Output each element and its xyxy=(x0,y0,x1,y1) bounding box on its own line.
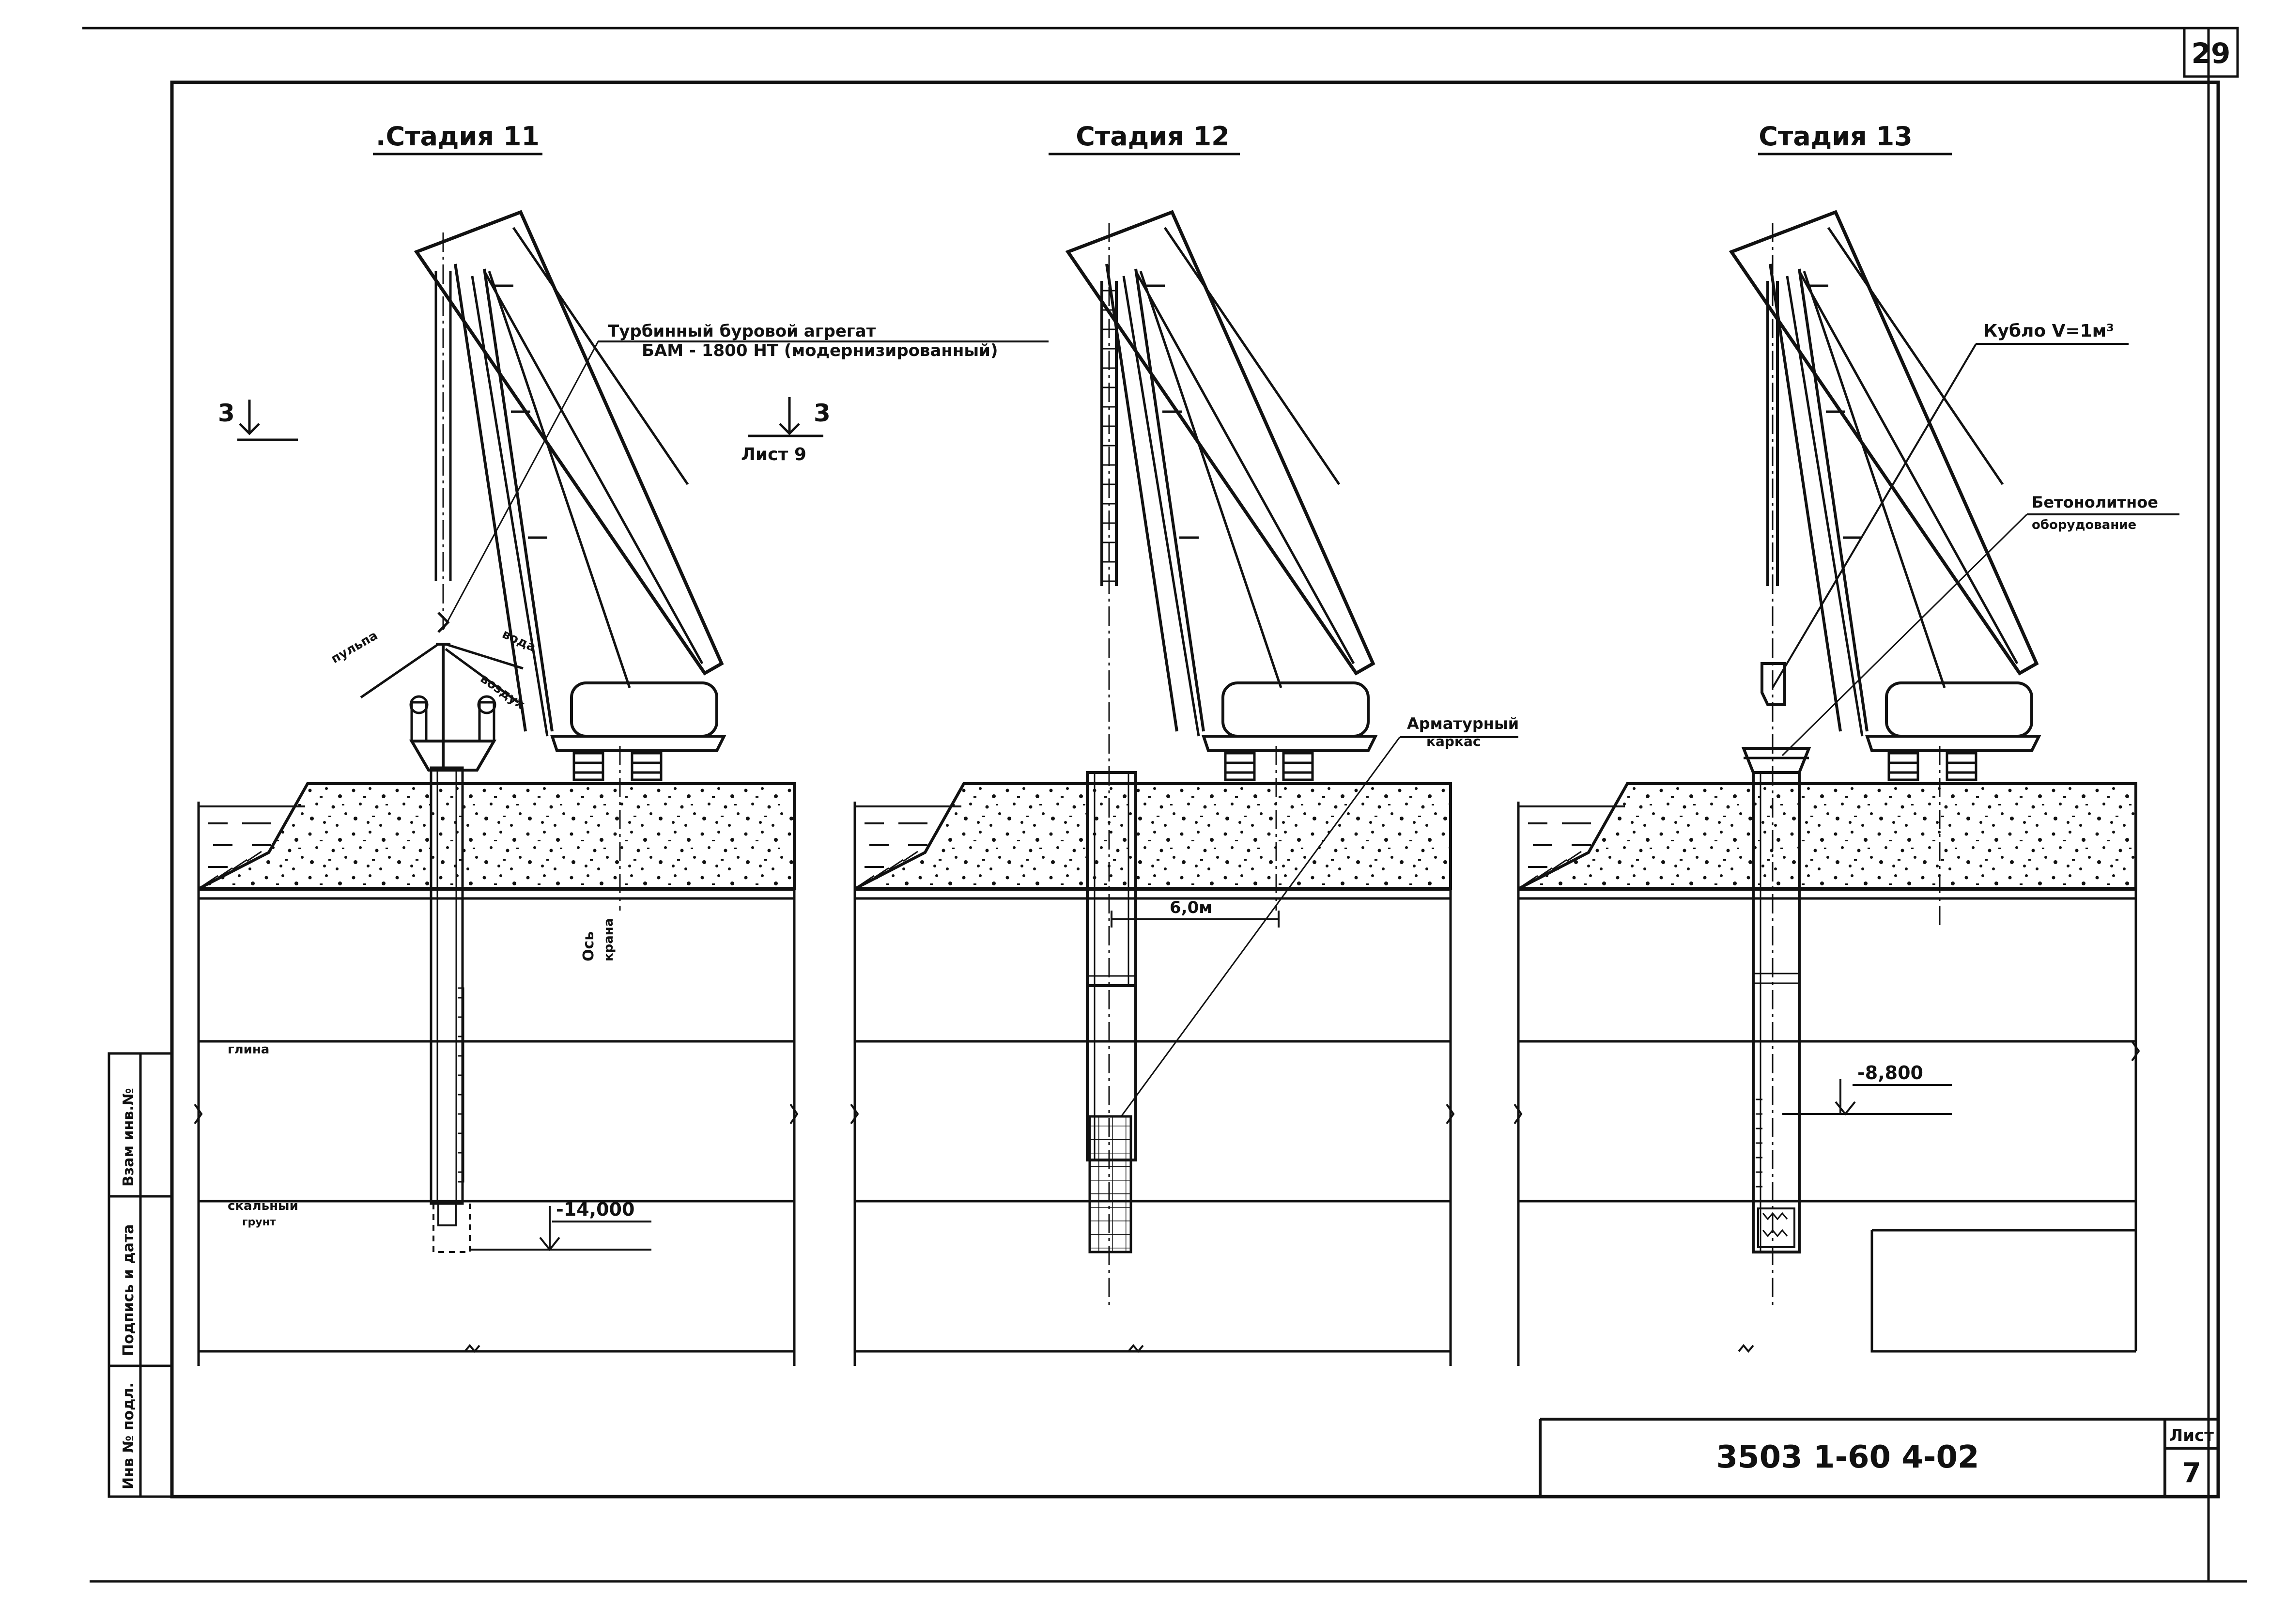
hose-label-water: вода xyxy=(500,627,538,655)
crane-stage-12 xyxy=(1065,210,1378,781)
title-block: 3503 1-60 4-02 Лист 7 xyxy=(1539,1418,2218,1497)
side-stamp: Взам инв.№ Подпись и дата Инв № подл. xyxy=(108,1052,173,1498)
reinforcement-cage xyxy=(1088,1115,1132,1253)
mark-stage-13: -8,800 xyxy=(1857,1062,1923,1083)
section-mark-left: 3 xyxy=(218,399,235,427)
section-mark-right: 3 xyxy=(814,399,831,427)
crane-stage-13 xyxy=(1729,210,2041,781)
concrete-label-1: Бетонолитное xyxy=(2032,493,2158,511)
stage-13-section: Кубло V=1м³ Бетонолитное оборудование -8… xyxy=(1514,210,2179,1366)
turbine-label-line2: БАМ - 1800 НТ (модернизированный) xyxy=(642,341,998,360)
stage-11-section: Ось крана Турбинный буровой агрегат БАМ … xyxy=(194,210,1049,1366)
stage-12-section: 6,0м Арматурный каркас xyxy=(850,210,1519,1366)
turbine-label-line1: Турбинный буровой агрегат xyxy=(608,322,876,341)
cage-label-1: Арматурный xyxy=(1407,714,1519,733)
bucket-label: Кубло V=1м³ xyxy=(1983,321,2114,341)
embankment-soil xyxy=(198,782,796,890)
sheet-frame xyxy=(82,27,2247,1583)
crane-axis-label-2: крана xyxy=(602,918,616,961)
clay-label: глина xyxy=(228,1042,269,1057)
crane-axis-label-1: Ось xyxy=(580,931,597,961)
hose-label-pulp: пульпа xyxy=(329,628,381,666)
sheet-label: Лист xyxy=(2169,1426,2214,1445)
stamp-sign-date: Подпись и дата xyxy=(120,1224,137,1356)
rock-label-1: скальный xyxy=(228,1199,298,1213)
section-sheet-ref: Лист 9 xyxy=(741,445,806,464)
stage-13-title: Стадия 13 xyxy=(1759,121,1912,152)
stage-11-title: .Стадия 11 xyxy=(376,121,540,152)
mark-stage-11: -14,000 xyxy=(556,1199,634,1220)
page-number-box: 29 xyxy=(2183,27,2239,78)
sheet-number: 7 xyxy=(2182,1457,2201,1489)
cage-label-2: каркас xyxy=(1426,733,1481,749)
stage-titles: .Стадия 11 Стадия 12 Стадия 13 xyxy=(373,121,1952,155)
embankment-soil xyxy=(854,782,1452,890)
stage-12-title: Стадия 12 xyxy=(1076,121,1229,152)
embankment-soil xyxy=(1517,782,2137,890)
stamp-replace: Взам инв.№ xyxy=(120,1088,137,1187)
crane-stage-11 xyxy=(414,210,726,781)
dimension-6m: 6,0м xyxy=(1170,898,1212,917)
stamp-inv-no: Инв № подл. xyxy=(120,1382,137,1489)
concrete-label-2: оборудование xyxy=(2032,518,2136,532)
rock-label-2: грунт xyxy=(242,1216,276,1228)
page-number: 29 xyxy=(2192,37,2231,70)
drawing-code: 3503 1-60 4-02 xyxy=(1716,1439,1979,1475)
